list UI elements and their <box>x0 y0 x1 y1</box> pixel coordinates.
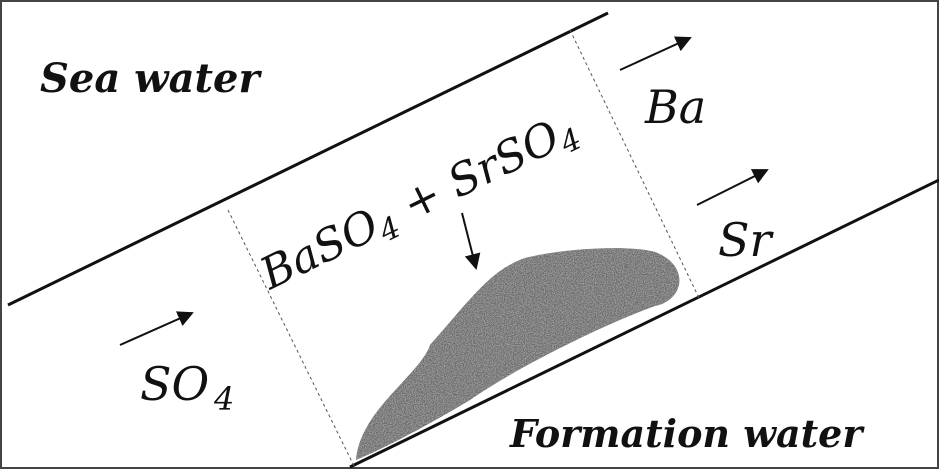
so4-subscript: 4 <box>213 380 234 418</box>
ba-label: Ba <box>644 80 706 134</box>
sr-flow-arrow-icon <box>696 169 769 206</box>
so4-main-text: SO <box>140 357 209 411</box>
ba-flow-arrow-icon <box>619 36 692 71</box>
zone-divider-right <box>569 29 701 301</box>
sr-label: Sr <box>718 213 775 267</box>
srso-text: + SrSO <box>382 111 568 237</box>
deposit-arrow-icon <box>461 212 481 270</box>
upper-pipe-wall <box>7 11 609 307</box>
formation-water-label: Formation water <box>509 411 865 456</box>
so4-flow-arrow-icon <box>119 311 194 346</box>
so4-label: SO 4 <box>140 357 234 418</box>
sea-water-label: Sea water <box>40 55 262 102</box>
baso-text: BaSO <box>252 199 387 300</box>
lower-pipe-wall <box>349 178 939 469</box>
